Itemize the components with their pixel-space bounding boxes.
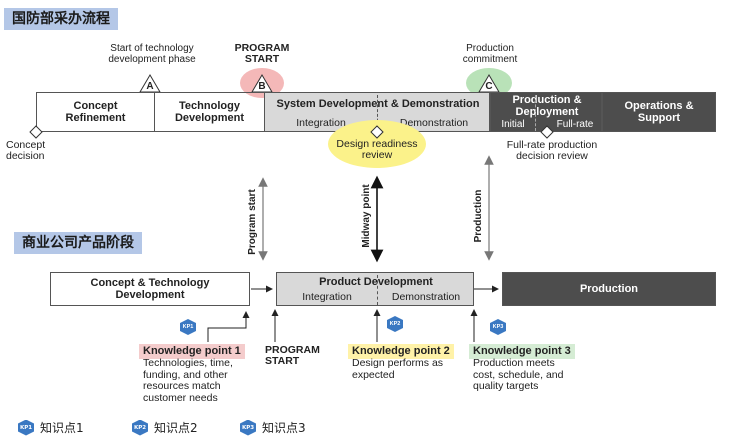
legend-kp2-icon: KP2: [132, 419, 148, 436]
program-start-top-label: PROGRAM START: [234, 42, 290, 65]
production-connector-label: Production: [473, 189, 484, 243]
kp1-pointer: [207, 311, 250, 342]
legend-kp2-label: 知识点2: [154, 421, 198, 435]
kp2-title: Knowledge point 2: [348, 344, 454, 359]
kp1-badge: KP1: [180, 319, 196, 335]
kp1-desc: Technologies, time, funding, and other r…: [143, 357, 233, 404]
legend-kp1: KP1 知识点1: [18, 419, 84, 436]
concept-tech-dev-label: Concept & Technology Development: [90, 277, 210, 301]
product-development-label: Product Development: [319, 276, 433, 288]
kp3-title: Knowledge point 3: [469, 344, 575, 359]
design-readiness-review-label: Design readiness review: [336, 138, 418, 161]
production-deployment-label: Production & Deployment: [512, 94, 582, 118]
production-commitment-label: Production commitment: [462, 43, 518, 65]
technology-development-box: Technology Development: [154, 92, 264, 132]
concept-decision-diamond: [29, 125, 43, 139]
initial-label: Initial: [501, 119, 525, 130]
milestone-c-letter: C: [485, 81, 493, 92]
legend-kp1-icon: KP1: [18, 419, 34, 436]
concept-refinement-label: Concept Refinement: [65, 100, 126, 124]
program-start-connector-label: Program start: [247, 189, 258, 255]
legend-kp2: KP2 知识点2: [132, 419, 198, 436]
milestone-a-letter: A: [146, 81, 154, 92]
concept-refinement-box: Concept Refinement: [36, 92, 154, 132]
concept-decision-label: Concept decision: [6, 139, 46, 162]
operations-support-label: Operations & Support: [624, 100, 694, 124]
kp1-title: Knowledge point 1: [139, 344, 245, 359]
kp3-badge-icon: KP3: [490, 319, 506, 335]
kp3-badge: KP3: [490, 319, 506, 335]
sdd-demonstration-label: Demonstration: [399, 117, 469, 129]
product-dev-demonstration-label: Demonstration: [391, 291, 461, 303]
dod-section-title: 国防部采办流程: [4, 8, 118, 30]
sdd-integration-label: Integration: [296, 117, 346, 129]
pd-divider: [535, 95, 536, 131]
product-dev-divider: [377, 275, 378, 305]
operations-support-box: Operations & Support: [602, 92, 716, 132]
technology-development-label: Technology Development: [174, 100, 245, 124]
sdd-divider: [377, 95, 378, 131]
milestone-a-note: Start of technology development phase: [108, 43, 196, 65]
legend-kp1-label: 知识点1: [40, 421, 84, 435]
kp2-desc: Design performs as expected: [352, 357, 444, 381]
full-rate-review-label: Full-rate production decision review: [506, 139, 598, 162]
kp3-desc: Production meets cost, schedule, and qua…: [473, 357, 564, 392]
product-development-box: Product Development Integration Demonstr…: [276, 272, 474, 306]
legend-kp3-label: 知识点3: [262, 421, 306, 435]
milestone-b-letter: B: [258, 81, 266, 92]
program-start-bottom-label: PROGRAM START: [265, 344, 320, 367]
concept-tech-dev-box: Concept & Technology Development: [50, 272, 250, 306]
design-review-diamond: [370, 125, 384, 139]
kp1-badge-icon: KP1: [180, 319, 196, 335]
production-box: Production: [502, 272, 716, 306]
sdd-label: System Development & Demonstration: [276, 98, 480, 110]
kp2-badge: KP2: [387, 316, 403, 332]
production-label: Production: [579, 283, 639, 295]
full-rate-label: Full-rate: [556, 119, 594, 130]
product-dev-integration-label: Integration: [302, 291, 352, 303]
commercial-section-title: 商业公司产品阶段: [14, 232, 142, 254]
kp2-badge-icon: KP2: [387, 316, 403, 332]
legend-kp3: KP3 知识点3: [240, 419, 306, 436]
midway-point-label: Midway point: [361, 184, 372, 248]
full-rate-review-diamond: [540, 125, 554, 139]
legend-kp3-icon: KP3: [240, 419, 256, 436]
